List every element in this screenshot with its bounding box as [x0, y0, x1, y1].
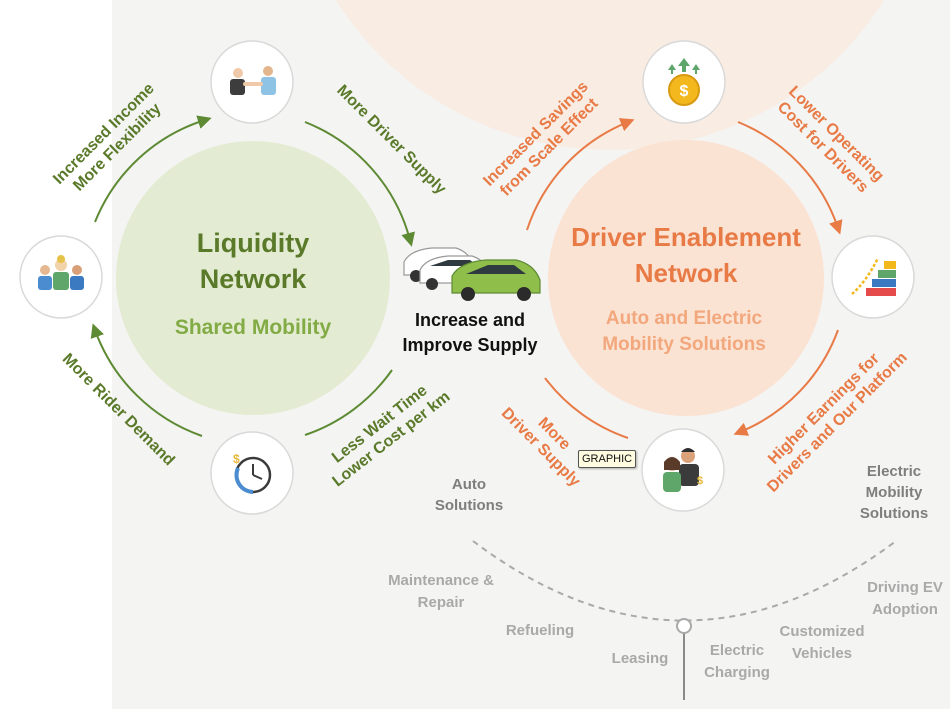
growth-bar-chart-icon: [851, 257, 896, 296]
leasing-label: Leasing: [612, 650, 669, 667]
liquidity-title-line1: Liquidity: [197, 228, 309, 258]
node-right: [831, 235, 915, 319]
liquidity-circle: [116, 141, 390, 415]
auto-solutions-line2: Solutions: [435, 497, 503, 514]
label-more-driver-supply-orange: More Driver Supply: [498, 405, 584, 491]
arc-bottom-to-left: [90, 323, 203, 437]
center-label-line1: Increase and: [415, 310, 525, 330]
node-bottom-right: $: [641, 428, 725, 512]
auto-solutions-line1: Auto: [452, 476, 486, 493]
center-label-line2: Improve Supply: [402, 335, 537, 355]
svg-text:$: $: [697, 475, 703, 487]
node-bottom-left: $: [210, 431, 294, 515]
cars-icon: [403, 247, 541, 301]
node-top-left: [210, 40, 294, 124]
enablement-title-line1: Driver Enablement: [571, 222, 801, 252]
maintenance-line2: Repair: [418, 594, 465, 611]
label-lower-operating-cost: Lower Operating Cost for Drivers: [774, 83, 887, 196]
node-left: [19, 235, 103, 319]
enablement-subtitle-line2: Mobility Solutions: [602, 334, 766, 355]
graphic-tooltip: GRAPHIC: [578, 450, 637, 468]
enablement-subtitle-line1: Auto and Electric: [606, 308, 763, 329]
arc-left-to-top: [94, 115, 212, 223]
svg-text:More Driver Supply: More Driver Supply: [333, 82, 449, 198]
electric-solutions-line2: Mobility: [866, 484, 923, 501]
enablement-title-line2: Network: [635, 258, 738, 288]
charging-line2: Charging: [704, 664, 770, 681]
arc-o-left-to-top: [526, 118, 635, 231]
svg-text:Increased Savings: Increased Savings: [480, 78, 591, 189]
arc-top-to-right: [304, 121, 415, 247]
label-less-wait-time: Less Wait Time Lower Cost per km: [329, 382, 453, 490]
customized-line1: Customized: [779, 623, 864, 640]
solutions-dashed-arc: [472, 540, 897, 622]
arc-o-bottom-to-left: [544, 377, 629, 439]
customized-line2: Vehicles: [792, 645, 852, 662]
ev-adoption-line1: Driving EV: [867, 579, 943, 596]
dollar-coin-up-arrow-icon: $: [668, 58, 700, 106]
refueling-label: Refueling: [506, 622, 574, 639]
svg-text:Driver Supply: Driver Supply: [498, 405, 584, 491]
label-more-driver-supply: More Driver Supply: [333, 82, 449, 198]
svg-text:$: $: [680, 83, 689, 100]
two-people-handshake-icon: [230, 66, 276, 95]
driver-couple-earnings-icon: $: [663, 448, 703, 492]
ev-adoption-line2: Adoption: [872, 601, 938, 618]
group-of-people-icon: [38, 255, 84, 290]
solutions-center-node: [676, 618, 692, 634]
electric-solutions-line1: Electric: [867, 463, 921, 480]
liquidity-title-line2: Network: [200, 264, 308, 294]
maintenance-line1: Maintenance &: [388, 572, 494, 589]
clock-with-dollar-icon: $: [233, 452, 272, 494]
label-increased-income: Increased Income More Flexibility: [50, 80, 164, 194]
enablement-circle: [548, 140, 824, 416]
arc-o-right-to-bottom: [733, 329, 839, 436]
svg-text:$: $: [233, 452, 240, 466]
node-top-right: $: [642, 40, 726, 124]
arc-o-top-to-right: [737, 121, 843, 235]
left-white-panel: [0, 0, 112, 709]
arc-right-to-bottom: [304, 369, 393, 436]
charging-line1: Electric: [710, 642, 764, 659]
electric-solutions-line3: Solutions: [860, 505, 928, 522]
liquidity-subtitle: Shared Mobility: [175, 316, 332, 339]
